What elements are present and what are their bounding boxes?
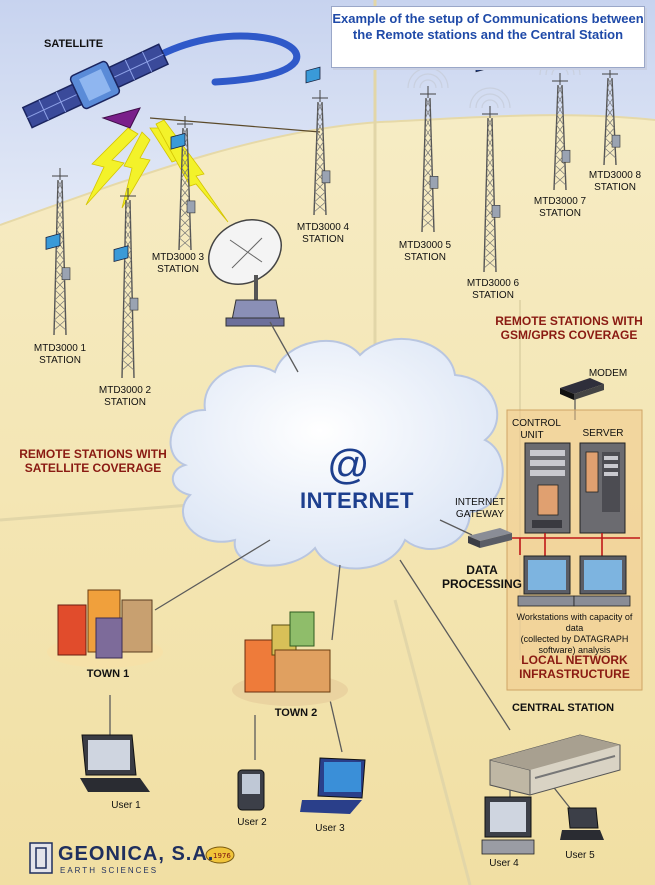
modem-label: MODEM <box>583 368 633 380</box>
at-symbol: @ <box>327 444 370 486</box>
diagram-title-box: Example of the setup of Communications b… <box>331 6 645 68</box>
satellite-label: SATELLITE <box>44 38 103 50</box>
svg-text:1976: 1976 <box>213 852 231 860</box>
server-icon <box>580 443 625 533</box>
desktop-icon-user4 <box>482 797 534 854</box>
internet-label: INTERNET <box>300 488 414 514</box>
user3-label: User 3 <box>310 823 350 835</box>
logo-name: GEONICA, S.A. <box>58 843 214 866</box>
diagram-title: Example of the setup of Communications b… <box>332 7 644 43</box>
user1-label: User 1 <box>106 800 146 812</box>
pda-icon-user2 <box>238 770 264 810</box>
geonica-logo-icon <box>30 843 52 873</box>
town1-label: TOWN 1 <box>78 668 138 680</box>
user5-label: User 5 <box>560 850 600 862</box>
workstations-caption: Workstations with capacity of data(colle… <box>507 612 642 656</box>
town2-label: TOWN 2 <box>266 707 326 719</box>
workstation-icon-2 <box>574 556 630 606</box>
central-station-label: CENTRAL STATION <box>498 702 628 714</box>
server-label: SERVER <box>578 428 628 440</box>
user2-label: User 2 <box>232 817 272 829</box>
workstation-icon-1 <box>518 556 574 606</box>
logo-subtitle: EARTH SCIENCES <box>60 866 158 875</box>
control-unit-icon <box>525 443 570 533</box>
user4-label: User 4 <box>484 858 524 870</box>
